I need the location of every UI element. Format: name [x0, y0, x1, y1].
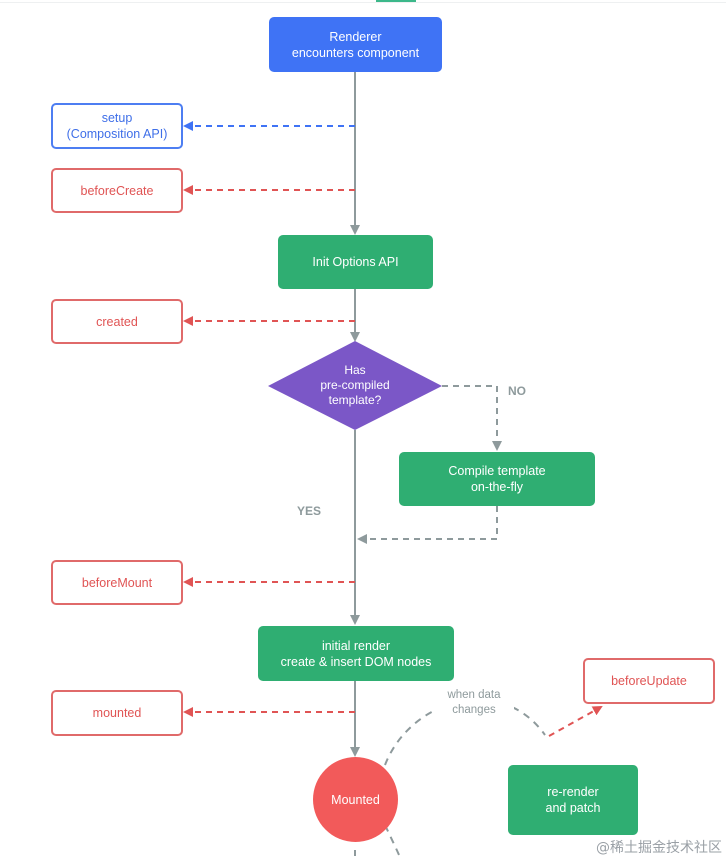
- no-label: NO: [508, 384, 526, 398]
- when-data-changes-label: when data changes: [434, 688, 514, 718]
- initial-render-node: initial render create & insert DOM nodes: [258, 626, 454, 681]
- created-hook: created: [51, 299, 183, 344]
- watermark: @稀土掘金技术社区: [596, 840, 722, 856]
- setup-hook: setup (Composition API): [51, 103, 183, 149]
- before-update-hook: beforeUpdate: [583, 658, 715, 704]
- top-divider: [0, 2, 726, 3]
- template-decision-label: Has pre-compiled template?: [320, 363, 390, 407]
- update-cycle-arc: [384, 698, 546, 766]
- mounted-hook: mounted: [51, 690, 183, 736]
- before-create-hook: beforeCreate: [51, 168, 183, 213]
- branch-compile-return: [357, 506, 498, 544]
- renderer-node: Renderer encounters component: [269, 17, 442, 72]
- compile-template-node: Compile template on-the-fly: [399, 452, 595, 506]
- mounted-state-label: Mounted: [331, 792, 380, 807]
- init-options-node: Init Options API: [278, 235, 433, 289]
- branch-before-update: [548, 706, 603, 737]
- branch-no-path: [442, 385, 502, 451]
- template-decision-diamond: [268, 341, 442, 430]
- update-cycle-arc-lower: [384, 824, 403, 860]
- active-tab-indicator: [376, 0, 416, 2]
- yes-label: YES: [297, 504, 322, 518]
- before-mount-hook: beforeMount: [51, 560, 183, 605]
- mounted-state-circle: Mounted: [313, 757, 398, 842]
- rerender-node: re-render and patch: [508, 765, 638, 835]
